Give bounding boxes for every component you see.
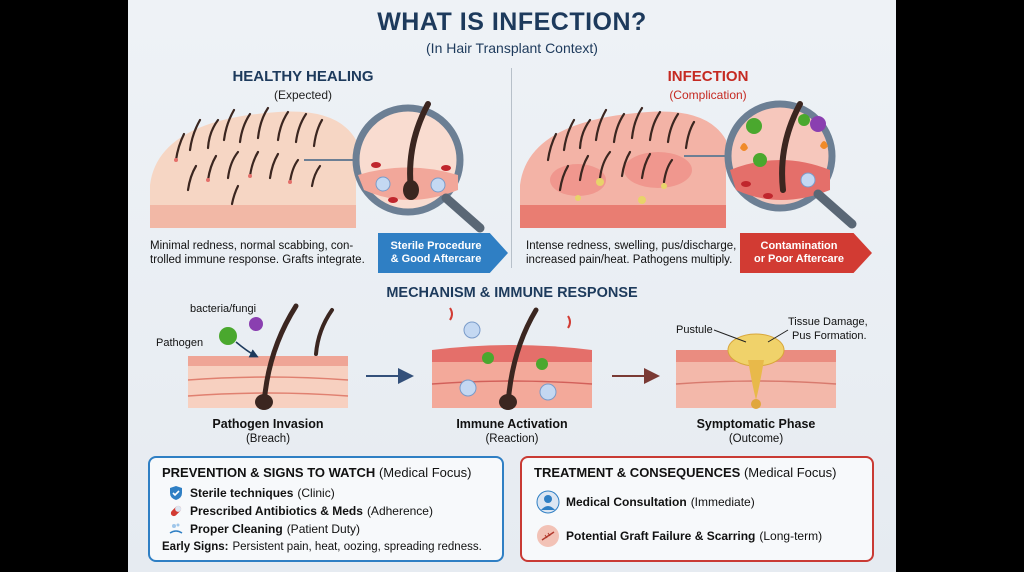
stage-2-title: Immune Activation: [456, 417, 568, 431]
prevention-box: PREVENTION & SIGNS TO WATCH (Medical Foc…: [148, 456, 504, 562]
prevention-item-cleaning-bold: Proper Cleaning: [190, 522, 283, 536]
infection-description-line2: increased pain/heat. Pathogens multiply.: [526, 254, 733, 266]
stage-1-title: Pathogen Invasion: [212, 417, 324, 431]
healthy-subheading: (Expected): [273, 88, 333, 102]
infection-heading: INFECTION: [667, 68, 749, 85]
prevention-title: PREVENTION & SIGNS TO WATCH (Medical Foc…: [162, 465, 471, 480]
doctor-icon: [536, 490, 560, 514]
infection-cause-arrow: Contamination or Poor Aftercare: [740, 233, 872, 273]
prevention-item-cleaning-rest: (Patient Duty): [286, 522, 361, 536]
prevention-item-cleaning: Proper Cleaning(Patient Duty): [168, 521, 360, 537]
prevention-item-antibiotics: Prescribed Antibiotics & Meds(Adherence): [168, 503, 433, 519]
healthy-cause-line2: & Good Aftercare: [390, 253, 482, 265]
infection-subheading: (Complication): [669, 88, 747, 102]
treatment-title: TREATMENT & CONSEQUENCES (Medical Focus): [534, 465, 836, 480]
treatment-item-consultation: Medical Consultation(Immediate): [536, 490, 755, 514]
treatment-item-consultation-rest: (Immediate): [690, 495, 755, 509]
treatment-item-graft-failure: Potential Graft Failure & Scarring(Long-…: [536, 524, 822, 548]
treatment-title-rest: (Medical Focus): [743, 465, 837, 480]
treatment-title-bold: TREATMENT & CONSEQUENCES: [534, 465, 741, 480]
shield-icon: [170, 486, 182, 500]
early-signs: Early Signs:Persistent pain, heat, oozin…: [162, 541, 482, 553]
treatment-box: TREATMENT & CONSEQUENCES (Medical Focus)…: [520, 456, 874, 562]
infection-cause-line1: Contamination: [760, 240, 838, 252]
column-divider: [511, 68, 512, 268]
treatment-item-graft-failure-rest: (Long-term): [759, 529, 823, 543]
pill-icon: [170, 505, 182, 517]
healthy-description-line1: Minimal redness, normal scabbing, con-: [150, 240, 354, 252]
prevention-item-antibiotics-rest: (Adherence): [366, 504, 433, 518]
scar-icon: [537, 525, 559, 547]
treatment-item-graft-failure-bold: Potential Graft Failure & Scarring: [566, 529, 756, 543]
infection-description-line1: Intense redness, swelling, pus/discharge…: [526, 240, 737, 252]
treatment-item-consultation-bold: Medical Consultation: [566, 495, 687, 509]
prevention-item-sterile: Sterile techniques(Clinic): [168, 485, 335, 501]
tissue-damage-label-line2: Pus Formation.: [792, 330, 867, 342]
prevention-title-bold: PREVENTION & SIGNS TO WATCH: [162, 465, 376, 480]
infographic: WHAT IS INFECTION? (In Hair Transplant C…: [128, 0, 896, 572]
early-signs-text: Persistent pain, heat, oozing, spreading…: [232, 541, 482, 553]
prevention-item-antibiotics-bold: Prescribed Antibiotics & Meds: [190, 504, 363, 518]
bacteria-label: bacteria/fungi: [190, 303, 257, 315]
early-signs-label: Early Signs:: [162, 541, 229, 553]
healthy-heading: HEALTHY HEALING: [232, 68, 374, 85]
healthy-scalp-illustration: [150, 101, 485, 233]
infection-cause-line2: or Poor Aftercare: [753, 253, 845, 265]
pathogen-label: Pathogen: [156, 337, 204, 349]
pustule-label: Pustule: [676, 324, 713, 336]
infected-scalp-illustration: [520, 100, 857, 229]
stage-3-title: Symptomatic Phase: [696, 417, 816, 431]
stage-1-subtitle: (Breach): [245, 433, 291, 445]
mechanism-title: MECHANISM & IMMUNE RESPONSE: [386, 285, 638, 301]
healthy-cause-line1: Sterile Procedure: [390, 240, 482, 252]
prevention-title-rest: (Medical Focus): [378, 465, 472, 480]
prevention-item-sterile-bold: Sterile techniques: [190, 486, 294, 500]
prevention-item-sterile-rest: (Clinic): [297, 486, 335, 500]
healthy-cause-arrow: Sterile Procedure & Good Aftercare: [378, 233, 508, 273]
stage-3-subtitle: (Outcome): [728, 433, 784, 445]
mechanism-stages-illustration: [187, 303, 837, 410]
healthy-description-line2: trolled immune response. Grafts integrat…: [150, 254, 365, 266]
stage-2-subtitle: (Reaction): [485, 433, 539, 445]
tissue-damage-label-line1: Tissue Damage,: [788, 316, 868, 328]
wash-icon: [169, 523, 183, 534]
page-subtitle: (In Hair Transplant Context): [426, 40, 598, 56]
page-title: WHAT IS INFECTION?: [377, 8, 647, 36]
